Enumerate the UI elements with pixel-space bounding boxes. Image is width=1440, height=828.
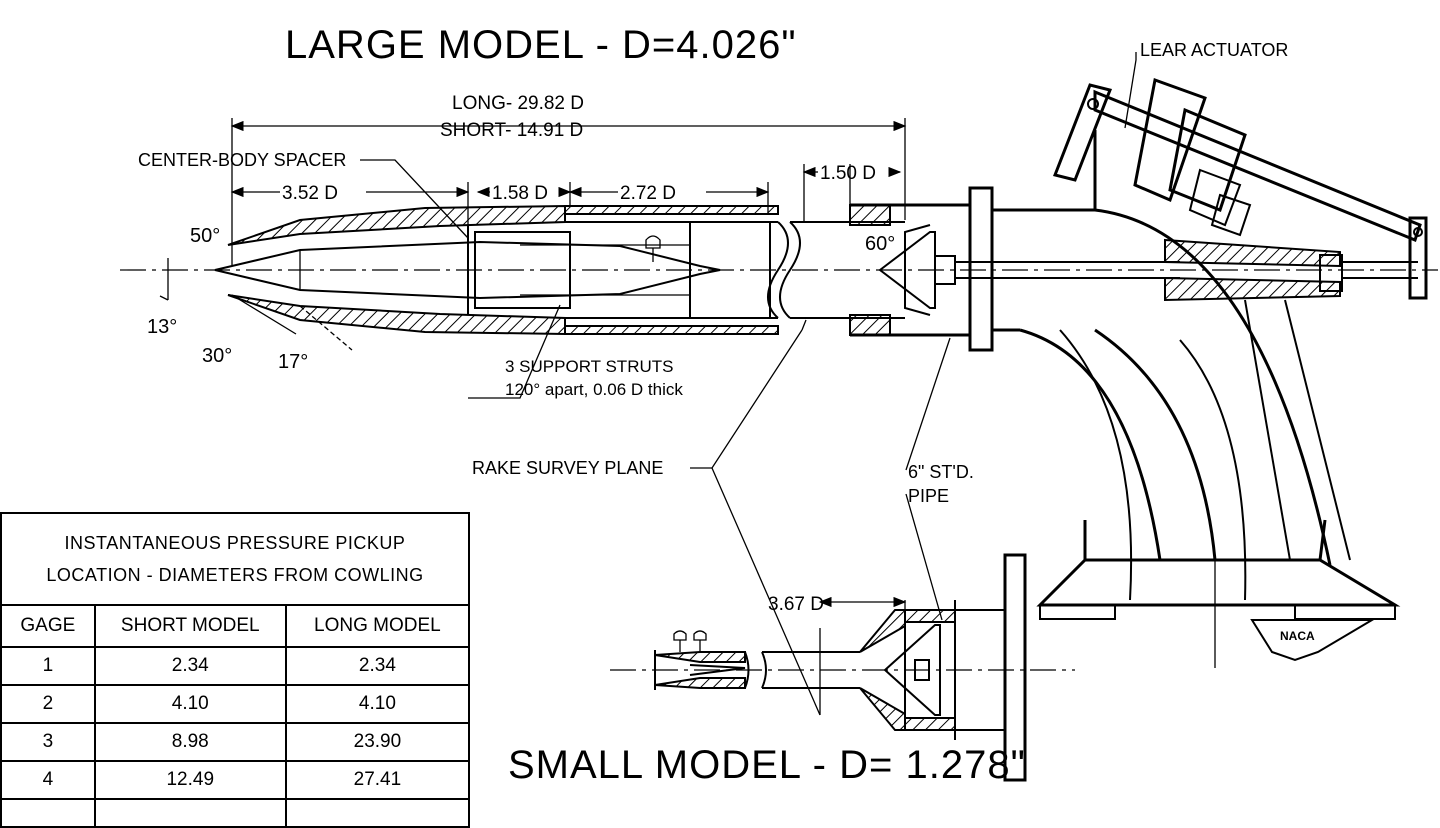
center-body-spacer-label: CENTER-BODY SPACER: [138, 150, 346, 170]
duct-section: [689, 221, 771, 319]
actuator-bracket: [1408, 216, 1428, 300]
duct-wall-lower: [564, 325, 779, 335]
sting-upper-hatch: [1164, 238, 1341, 268]
center-body: [214, 240, 721, 300]
naca-logo-text: NACA: [1280, 629, 1315, 643]
header-short-model: SHORT MODEL: [93, 604, 287, 648]
long-dimension: LONG- 29.82 D: [452, 93, 584, 114]
stand-base: [1036, 558, 1401, 607]
pipe-label-2: PIPE: [908, 486, 949, 506]
long-model-cell: 2.34: [284, 646, 471, 686]
break-line-left: [767, 221, 789, 319]
cowling-lower: [227, 294, 566, 336]
table-header-row: GAGE SHORT MODEL LONG MODEL: [0, 604, 471, 648]
small-model: 3.67 D: [610, 553, 1075, 782]
gage-cell: 3: [0, 722, 96, 762]
long-model-cell: 23.90: [284, 722, 471, 762]
angle-60: 60°: [865, 233, 895, 255]
table-caption: INSTANTANEOUS PRESSURE PICKUP LOCATION -…: [0, 512, 470, 606]
short-model-cell: 2.34: [93, 646, 287, 686]
angle-17: 17°: [278, 351, 308, 373]
small-model-title: SMALL MODEL - D= 1.278": [508, 743, 1026, 782]
dim-3-52: 3.52 D: [282, 183, 338, 204]
small-model-flange: [1003, 553, 1027, 782]
cowling-upper: [227, 204, 566, 246]
angle-30: 30°: [202, 345, 232, 367]
flange-top-hatch: [849, 204, 891, 226]
main-flange: [968, 186, 994, 352]
support-struts-detail: 120° apart, 0.06 D thick: [505, 380, 683, 399]
table-row: 2 4.10 4.10: [0, 684, 471, 724]
short-model-cell: 12.49: [93, 760, 287, 800]
table-caption-line1: INSTANTANEOUS PRESSURE PICKUP: [64, 533, 406, 553]
long-model-cell: 4.10: [284, 684, 471, 724]
dim-2-72: 2.72 D: [620, 183, 676, 204]
rake-section: [849, 186, 1180, 352]
pressure-pickup-table: INSTANTANEOUS PRESSURE PICKUP LOCATION -…: [0, 512, 471, 828]
test-setup-diagram: LARGE MODEL - D=4.026" SMALL MODEL - D= …: [0, 23, 1438, 828]
angle-50: 50°: [190, 225, 220, 247]
elbow-stand: [992, 130, 1418, 668]
dim-1-50: 1.50 D: [820, 163, 876, 184]
dim-3-67: 3.67 D: [768, 594, 824, 615]
large-model-title: LARGE MODEL - D=4.026": [285, 23, 797, 67]
long-model-cell: 27.41: [284, 760, 471, 800]
naca-logo: NACA: [1250, 619, 1376, 662]
header-long-model: LONG MODEL: [284, 604, 471, 648]
large-model-dimensions: LONG- 29.82 D SHORT- 14.91 D 3.52 D 1.58…: [138, 93, 907, 399]
table-row: 4 12.49 27.41: [0, 760, 471, 800]
rake-survey-plane-label: RAKE SURVEY PLANE: [472, 458, 663, 478]
large-model-inlet: [214, 204, 801, 336]
duct-wall-upper: [564, 205, 779, 215]
table-row: 1 2.34 2.34: [0, 646, 471, 686]
lear-actuator-label: LEAR ACTUATOR: [1140, 40, 1288, 60]
header-gage: GAGE: [0, 604, 96, 648]
short-model-cell: 8.98: [93, 722, 287, 762]
dim-1-58: 1.58 D: [492, 183, 548, 204]
support-struts-label: 3 SUPPORT STRUTS: [505, 357, 673, 376]
lear-actuator: [1052, 77, 1428, 300]
actuator-arm: [1052, 83, 1113, 182]
schematic-drawing: LARGE MODEL - D=4.026" SMALL MODEL - D= …: [120, 23, 1438, 787]
gage-cell: 1: [0, 646, 96, 686]
actuator-body: [1168, 107, 1247, 212]
actuator-rod: [1093, 89, 1422, 242]
table-row: 3 8.98 23.90: [0, 722, 471, 762]
angle-13: 13°: [147, 316, 177, 338]
table-blank-row: [0, 798, 471, 828]
gage-cell: 4: [0, 760, 96, 800]
center-body-spacer: [474, 231, 571, 309]
sting-lower-hatch: [1164, 276, 1341, 302]
table-caption-line2: LOCATION - DIAMETERS FROM COWLING: [46, 565, 424, 585]
short-model-cell: 4.10: [93, 684, 287, 724]
elbow-inner-curve: [1019, 328, 1162, 561]
short-dimension: SHORT- 14.91 D: [440, 120, 583, 141]
elbow-outer-curve: [1094, 328, 1217, 561]
pipe-label: 6" ST'D.: [908, 462, 974, 482]
gage-cell: 2: [0, 684, 96, 724]
